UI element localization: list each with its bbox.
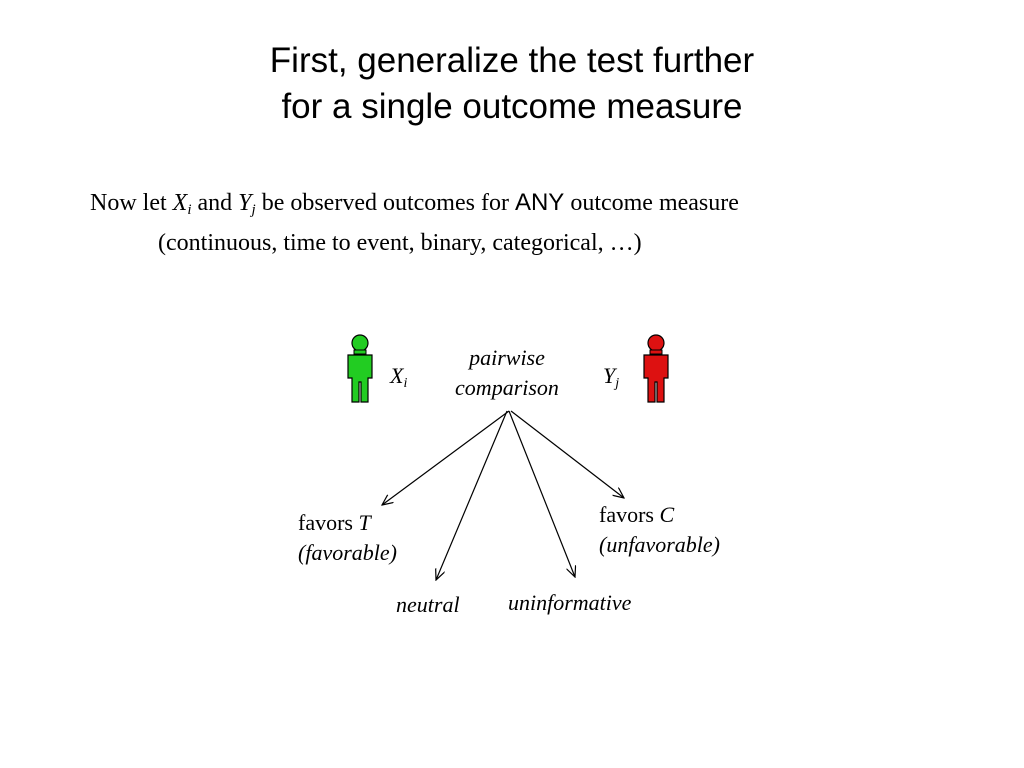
arrow-neutral xyxy=(436,410,508,580)
text-any: ANY xyxy=(514,189,565,216)
favors-c-word: favors xyxy=(599,502,660,527)
uninformative-text: uninformative xyxy=(508,590,632,615)
right-person-label: Yj xyxy=(603,361,619,391)
outcome-arrows xyxy=(382,410,624,580)
favors-c-var: C xyxy=(659,502,675,527)
label-y-sub: j xyxy=(615,376,620,391)
sub-j: j xyxy=(251,202,256,218)
pairwise-comparison-label: pairwise comparison xyxy=(436,343,578,403)
neutral-text: neutral xyxy=(396,592,460,617)
label-x: X xyxy=(390,363,404,388)
favors-t-note: (favorable) xyxy=(298,540,397,565)
left-person-label: Xi xyxy=(390,361,407,391)
person-icon xyxy=(643,334,669,403)
label-x-sub: i xyxy=(403,376,408,391)
text-observed: be observed outcomes for xyxy=(255,190,515,216)
var-x: X xyxy=(172,190,188,216)
slide-title: First, generalize the test further for a… xyxy=(0,38,1024,130)
text-outcome-measure: outcome measure xyxy=(564,190,739,216)
outcome-neutral: neutral xyxy=(396,590,460,620)
person-icon xyxy=(347,334,373,403)
body-text: Now let Xi and Yj be observed outcomes f… xyxy=(90,186,739,260)
sub-i: i xyxy=(187,202,192,218)
arrow-favors-c xyxy=(510,410,624,498)
label-y: Y xyxy=(603,363,616,388)
outcome-uninformative: uninformative xyxy=(508,588,631,618)
text-now-let: Now let xyxy=(90,190,173,216)
outcome-favors-c: favors C (unfavorable) xyxy=(599,500,720,560)
text-and: and xyxy=(191,190,239,216)
favors-t-word: favors xyxy=(298,510,359,535)
arrow-uninformative xyxy=(508,410,575,577)
body-line-2: (continuous, time to event, binary, cate… xyxy=(158,230,642,256)
var-y: Y xyxy=(238,190,252,216)
body-line-1: Now let Xi and Yj be observed outcomes f… xyxy=(90,189,739,218)
arrow-favors-t xyxy=(382,410,510,505)
favors-c-note: (unfavorable) xyxy=(599,532,720,557)
outcome-favors-t: favors T (favorable) xyxy=(298,508,397,568)
center-line-1: pairwise xyxy=(469,345,545,370)
title-line-2: for a single outcome measure xyxy=(281,87,743,126)
title-line-1: First, generalize the test further xyxy=(269,41,755,80)
center-line-2: comparison xyxy=(455,375,559,400)
favors-t-var: T xyxy=(358,510,371,535)
